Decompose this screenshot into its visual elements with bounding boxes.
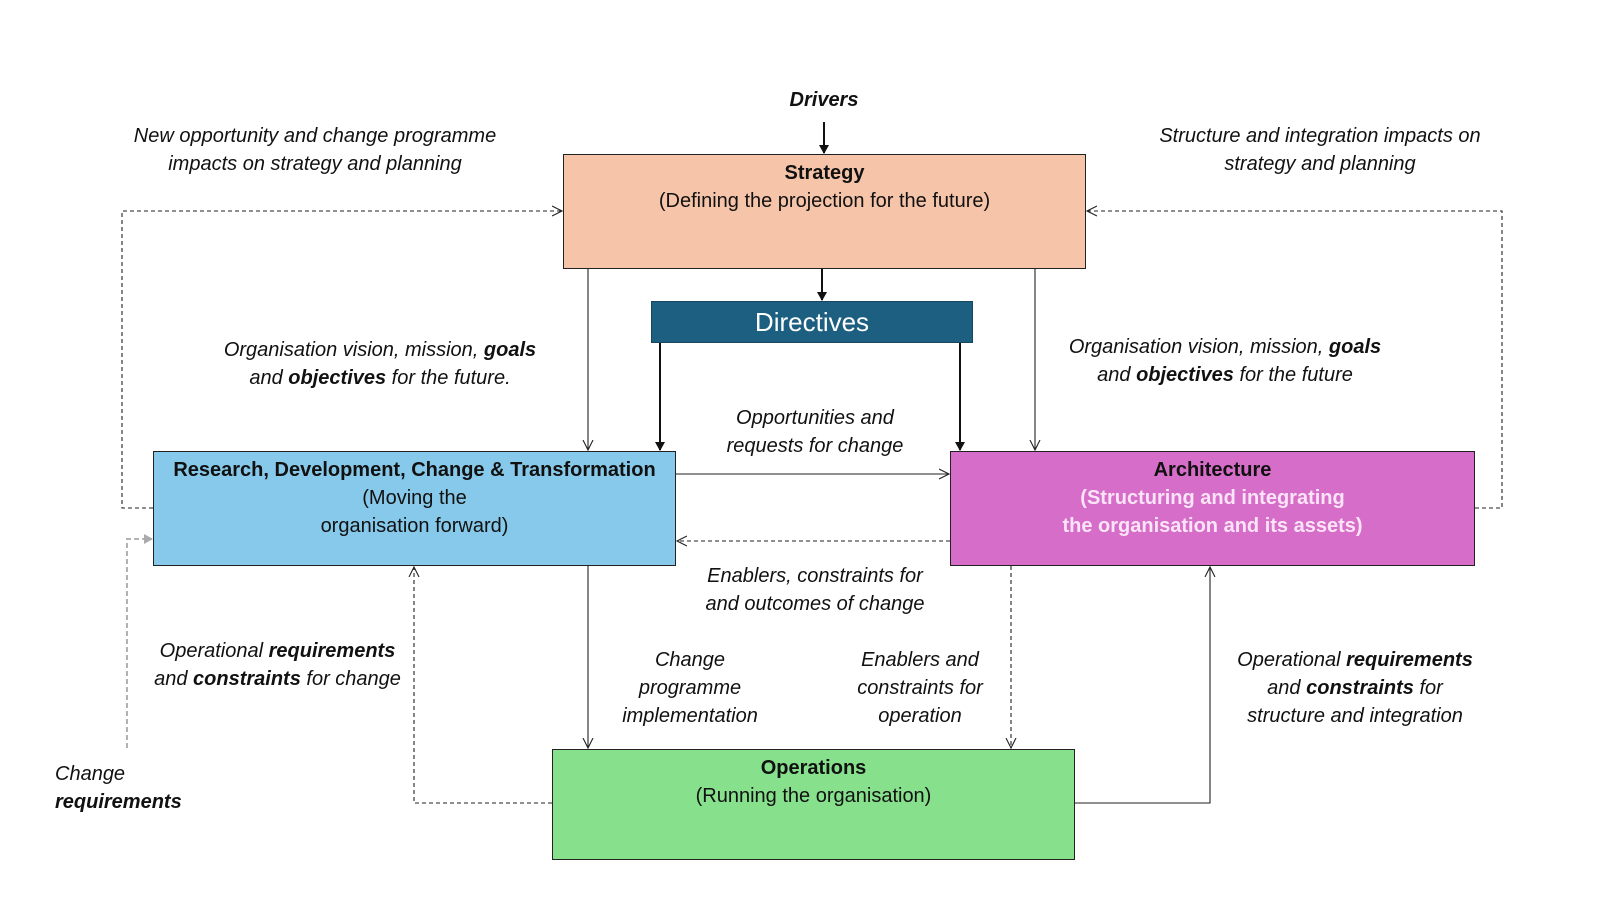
- vision-left-goals: goals: [483, 339, 537, 361]
- directives-box: Directives: [651, 301, 973, 343]
- rdct-box: Research, Development, Change & Transfor…: [153, 451, 676, 566]
- enablers-operation-line2: constraints for: [857, 677, 983, 699]
- vision-right-objectives: objectives: [1136, 364, 1234, 386]
- new-opportunity-line1: New opportunity and change programme: [133, 125, 497, 147]
- rdct-subtitle-line2: organisation forward): [320, 515, 509, 537]
- vision-left-objectives: objectives: [288, 367, 387, 389]
- ops-req-structure-constraints: constraints: [1306, 677, 1414, 699]
- strategy-box: Strategy (Defining the projection for th…: [563, 154, 1086, 269]
- rdct-subtitle-line1: (Moving the: [362, 487, 467, 509]
- operations-subtitle: (Running the organisation): [695, 785, 932, 807]
- architecture-subtitle-line2: the organisation and its assets): [1062, 515, 1363, 537]
- strategy-subtitle: (Defining the projection for the future): [658, 190, 991, 212]
- structure-integration-line1: Structure and integration impacts on: [1159, 125, 1481, 147]
- ops-req-change-and: and: [154, 668, 194, 690]
- new-opportunity-line2: impacts on strategy and planning: [168, 153, 462, 175]
- vision-right-text: Organisation vision, mission,: [1068, 336, 1329, 358]
- enablers-change-line2: and outcomes of change: [705, 593, 925, 615]
- ops-req-structure-for: for: [1413, 677, 1443, 699]
- directives-title: Directives: [754, 307, 870, 337]
- vision-right-future: for the future: [1233, 364, 1353, 386]
- new-opportunity-label: New opportunity and change programme imp…: [105, 122, 525, 178]
- change-programme-label: Change programme implementation: [605, 646, 775, 730]
- enablers-operation-label: Enablers and constraints for operation: [840, 646, 1000, 730]
- ops-to-rdct-arrow: [414, 567, 552, 804]
- architecture-box: Architecture (Structuring and integratin…: [950, 451, 1475, 566]
- enablers-operation-line3: operation: [878, 705, 962, 727]
- rdct-to-strategy-arrow: [121, 211, 562, 509]
- vision-left-and: and: [249, 367, 289, 389]
- drivers-text: Drivers: [789, 89, 859, 111]
- vision-right-goals: goals: [1328, 336, 1382, 358]
- enablers-change-label: Enablers, constraints for and outcomes o…: [680, 562, 950, 618]
- ops-req-structure-text: Operational: [1237, 649, 1347, 671]
- enablers-operation-line1: Enablers and: [861, 649, 979, 671]
- drivers-label: Drivers: [774, 86, 874, 114]
- change-programme-line2: programme: [638, 677, 742, 699]
- rdct-title: Research, Development, Change & Transfor…: [173, 459, 656, 481]
- ops-req-change-for: for change: [300, 668, 401, 690]
- ops-req-structure-and: and: [1267, 677, 1307, 699]
- vision-left-text: Organisation vision, mission,: [223, 339, 484, 361]
- change-requirements-arrow: [126, 534, 153, 748]
- vision-right-label: Organisation vision, mission, goals and …: [1040, 333, 1410, 389]
- vision-left-future: for the future.: [386, 367, 511, 389]
- enablers-change-line1: Enablers, constraints for: [707, 565, 923, 587]
- structure-integration-line2: strategy and planning: [1224, 153, 1416, 175]
- ops-req-change-requirements: requirements: [268, 640, 396, 662]
- opportunities-line1: Opportunities and: [736, 407, 894, 429]
- change-requirements-label: Change requirements: [55, 760, 182, 816]
- change-requirements-bold: requirements: [55, 791, 182, 813]
- ops-req-structure-label: Operational requirements and constraints…: [1215, 646, 1495, 730]
- ops-req-change-label: Operational requirements and constraints…: [140, 637, 415, 693]
- opportunities-line2: requests for change: [726, 435, 904, 457]
- change-requirements-line1: Change: [55, 763, 126, 785]
- opportunities-label: Opportunities and requests for change: [700, 404, 930, 460]
- change-programme-line3: implementation: [622, 705, 758, 727]
- vision-right-and: and: [1097, 364, 1137, 386]
- arch-to-strategy-arrow: [1087, 211, 1503, 509]
- change-programme-line1: Change: [654, 649, 726, 671]
- structure-integration-label: Structure and integration impacts on str…: [1130, 122, 1510, 178]
- operations-box: Operations (Running the organisation): [552, 749, 1075, 860]
- vision-left-label: Organisation vision, mission, goals and …: [195, 336, 565, 392]
- architecture-title: Architecture: [1153, 459, 1272, 481]
- ops-req-change-text: Operational: [159, 640, 269, 662]
- ops-req-change-constraints: constraints: [193, 668, 301, 690]
- ops-to-arch-arrow: [1075, 567, 1210, 804]
- strategy-title: Strategy: [784, 162, 865, 184]
- architecture-subtitle-line1: (Structuring and integrating: [1080, 487, 1345, 509]
- ops-req-structure-requirements: requirements: [1346, 649, 1473, 671]
- operations-title: Operations: [760, 757, 867, 779]
- ops-req-structure-line3: structure and integration: [1247, 705, 1463, 727]
